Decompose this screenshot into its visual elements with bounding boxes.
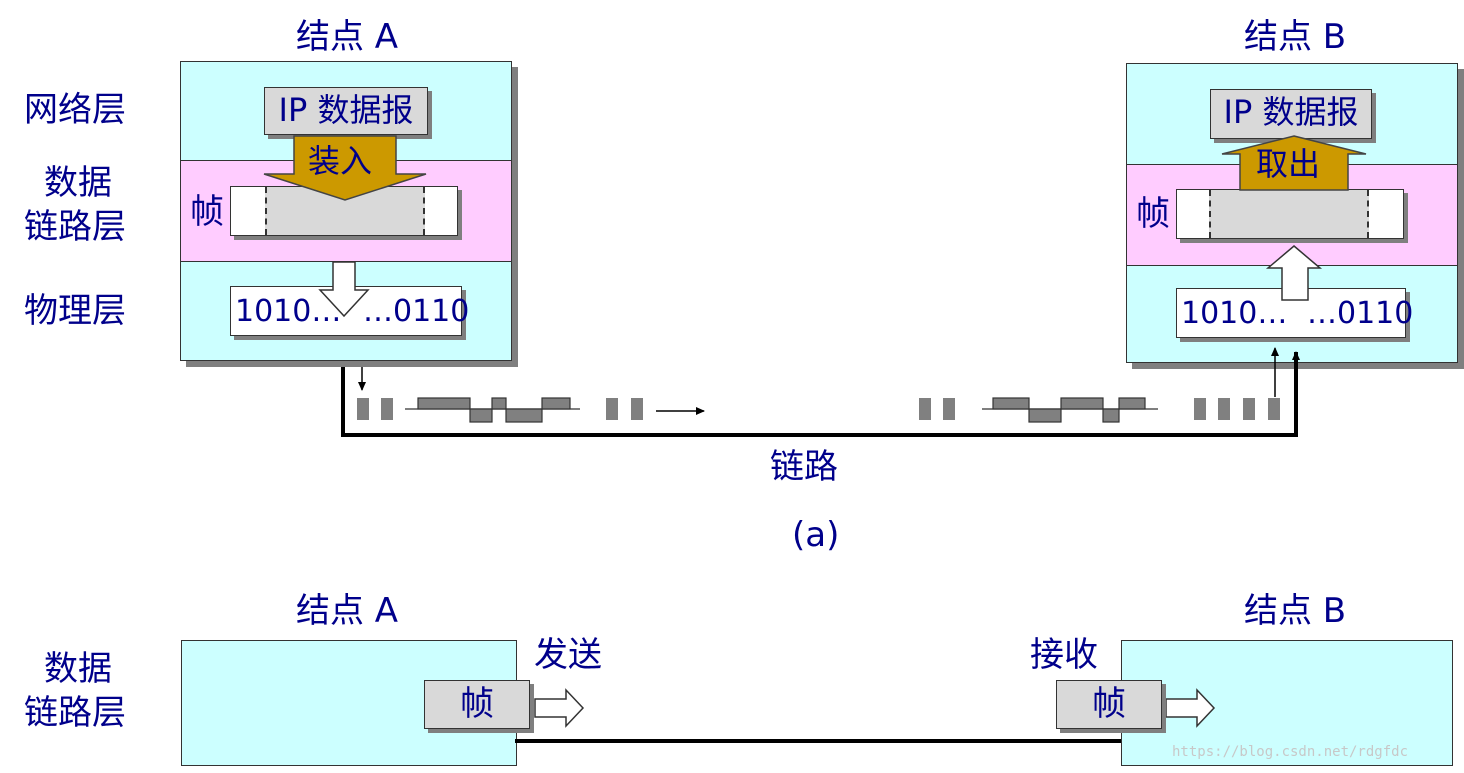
- node-b-frame: [1176, 189, 1404, 239]
- node-a-label-bottom: 结点 A: [296, 591, 399, 631]
- watermark: https://blog.csdn.net/rdgfdc: [1172, 744, 1409, 760]
- send-arrow: [534, 688, 585, 728]
- extract-label: 取出: [1256, 145, 1321, 183]
- node-b-ip-datagram: IP 数据报: [1210, 89, 1372, 139]
- physical-layer-label: 物理层: [24, 291, 126, 331]
- node-b-frame-bottom-label: 帧: [1092, 684, 1126, 724]
- link-label: 链路: [770, 447, 838, 487]
- encapsulate-arrow: [263, 135, 427, 201]
- node-b-label: 结点 B: [1244, 17, 1347, 57]
- encapsulate-label: 装入: [308, 142, 373, 180]
- receive-arrow: [1165, 688, 1216, 728]
- node-b-frame-label: 帧: [1136, 194, 1170, 234]
- node-a-ip-datagram-label: IP 数据报: [278, 91, 414, 129]
- node-a-label: 结点 A: [296, 17, 399, 57]
- datalink-layer-label-line1: 数据: [44, 163, 112, 203]
- node-b-up-arrow: [1265, 245, 1323, 301]
- node-a-frame-bottom: 帧: [424, 680, 530, 729]
- extract-arrow: [1221, 135, 1367, 191]
- node-a-bits-end: …0110: [363, 294, 470, 329]
- signal-waveform-left: [405, 397, 580, 423]
- send-label: 发送: [534, 635, 602, 675]
- bit-blocks: [357, 398, 1280, 420]
- node-a-frame-label: 帧: [190, 192, 224, 232]
- link-line: [341, 351, 1300, 437]
- datalink-layer-label-bottom-line1: 数据: [44, 649, 112, 689]
- datalink-layer-label-line2: 链路层: [24, 207, 126, 247]
- node-b-bits-end: …0110: [1307, 296, 1414, 331]
- node-b-ip-datagram-label: IP 数据报: [1223, 93, 1359, 131]
- node-a-ip-datagram: IP 数据报: [264, 87, 428, 135]
- datalink-layer-label-bottom-line2: 链路层: [24, 693, 126, 733]
- receive-label: 接收: [1030, 635, 1098, 675]
- figure-caption: (a): [792, 515, 840, 555]
- node-a-frame-bottom-label: 帧: [460, 684, 494, 724]
- node-b-bits-start: 1010…: [1181, 296, 1288, 331]
- node-b-frame-bottom: 帧: [1056, 680, 1162, 729]
- node-b-label-bottom: 结点 B: [1244, 591, 1347, 631]
- signal-waveform-right: [982, 397, 1158, 423]
- network-layer-label: 网络层: [24, 90, 126, 130]
- node-a-bits-start: 1010…: [235, 294, 342, 329]
- node-a-down-arrow: [318, 261, 370, 318]
